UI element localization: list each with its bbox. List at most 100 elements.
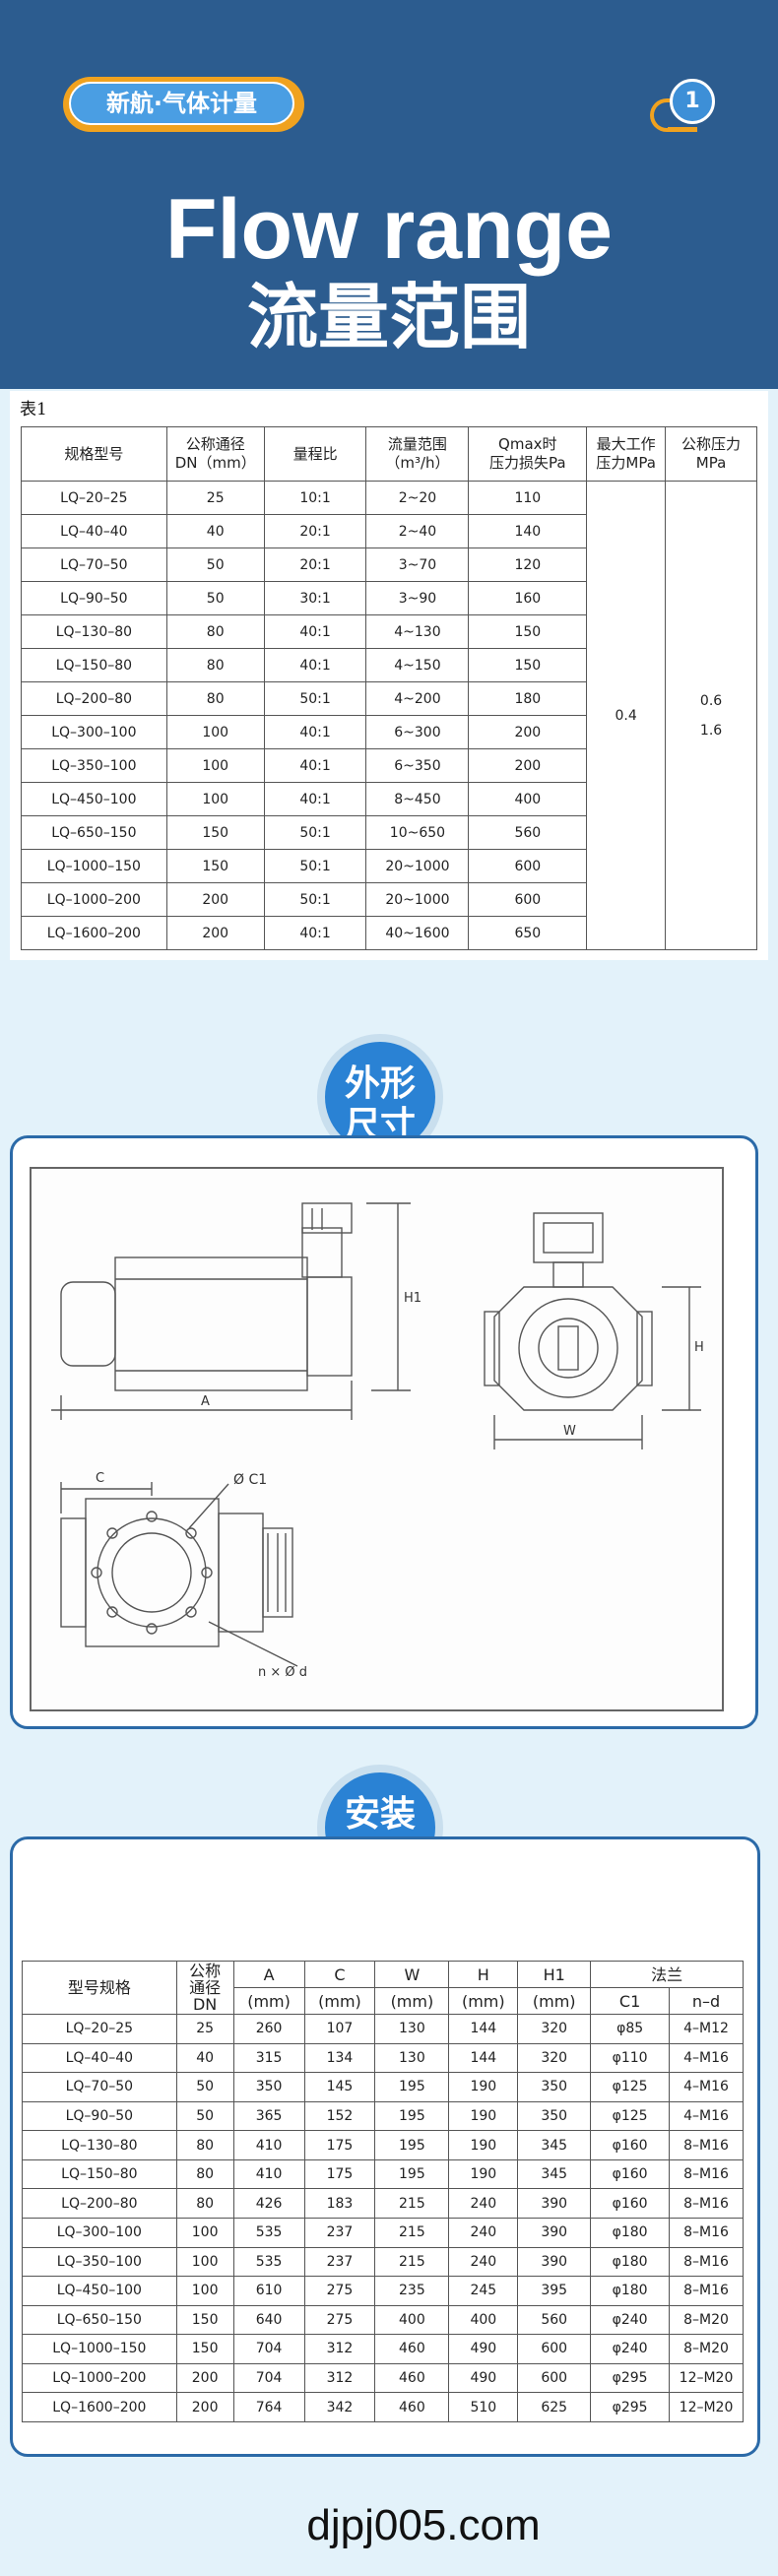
table-cell: 240 — [448, 2217, 519, 2248]
table-cell: 560 — [517, 2304, 592, 2336]
table-cell: 195 — [374, 2072, 450, 2102]
install-header-nd: n–d — [669, 1987, 744, 2015]
table-cell: 120 — [468, 547, 588, 582]
table-cell: 4–M16 — [669, 2100, 744, 2132]
table-cell: 20:1 — [263, 514, 367, 548]
table-cell: 350 — [232, 2072, 305, 2102]
table-cell: 350 — [517, 2072, 592, 2102]
header-text: 公称通径 DN（mm） — [174, 435, 256, 472]
table-cell: 490 — [448, 2362, 519, 2394]
table-cell: 40:1 — [263, 648, 367, 682]
table-cell: LQ–70–50 — [21, 547, 167, 582]
dim-label-c1: Ø C1 — [233, 1472, 267, 1488]
table-cell: LQ–650–150 — [22, 2304, 177, 2336]
table-cell: LQ–450–100 — [22, 2276, 177, 2306]
header-max-pressure: 最大工作 压力MPa — [586, 426, 667, 482]
table-cell: 4–M12 — [669, 2014, 744, 2044]
table-cell: LQ–150–80 — [21, 648, 167, 682]
table-cell: 140 — [468, 514, 588, 548]
table-cell: 4~130 — [365, 614, 470, 649]
table-cell: 40:1 — [263, 782, 367, 816]
header-banner: 新航·气体计量 1 Flow range 流量范围 — [0, 0, 778, 389]
install-header-c1: C1 — [590, 1987, 671, 2015]
dim-label-h1: H1 — [404, 1291, 421, 1306]
table-cell: 134 — [303, 2042, 376, 2074]
table-cell: 183 — [303, 2188, 376, 2219]
badge-hook-bar — [668, 127, 697, 132]
install-header-row-2: (mm) (mm) (mm) (mm) (mm) C1 n–d — [23, 1987, 744, 2015]
header-text: Qmax时 压力损失Pa — [489, 435, 566, 472]
table-cell: LQ–150–80 — [22, 2158, 177, 2190]
nominal-pressure-value: 0.6 — [699, 692, 723, 709]
table-cell: 150 — [175, 2334, 234, 2364]
table-cell: 150 — [175, 2304, 234, 2336]
install-header-flange: 法兰 — [590, 1961, 744, 1988]
table-cell: 650 — [468, 916, 588, 950]
install-header-c: C — [303, 1961, 376, 1988]
table-cell: LQ–90–50 — [21, 581, 167, 615]
table-cell: 200 — [165, 882, 265, 917]
install-unit-c: (mm) — [303, 1987, 376, 2015]
dim-label-h: H — [694, 1340, 704, 1355]
table-cell: 100 — [165, 782, 265, 816]
install-unit-h: (mm) — [448, 1987, 519, 2015]
table-cell: 395 — [517, 2276, 592, 2306]
table-cell: 190 — [448, 2130, 519, 2160]
table-cell: 152 — [303, 2100, 376, 2132]
table-cell: LQ–40–40 — [21, 514, 167, 548]
table-cell: 195 — [374, 2158, 450, 2190]
table-cell: 107 — [303, 2014, 376, 2044]
install-header-w: W — [374, 1961, 450, 1988]
table-cell: 560 — [468, 815, 588, 850]
footer-website: djpj005.com — [306, 2501, 541, 2549]
table-cell: 25 — [165, 481, 265, 515]
table-cell: 535 — [232, 2217, 305, 2248]
table-cell: 150 — [468, 614, 588, 649]
table-cell: 8–M16 — [669, 2158, 744, 2190]
table-cell: LQ–350–100 — [21, 748, 167, 783]
table-cell: 50 — [175, 2100, 234, 2132]
table-cell: 12–M20 — [669, 2362, 744, 2394]
table-cell: φ180 — [590, 2246, 671, 2278]
table-cell: LQ–130–80 — [21, 614, 167, 649]
table-cell: 40:1 — [263, 748, 367, 783]
header-nominal-pressure: 公称压力 MPa — [665, 426, 757, 482]
table-cell: 245 — [448, 2276, 519, 2306]
header-range-ratio: 量程比 — [263, 426, 367, 482]
table-cell: 145 — [303, 2072, 376, 2102]
table-cell: 100 — [175, 2246, 234, 2278]
header-pressure-loss: Qmax时 压力损失Pa — [468, 426, 588, 482]
table-header-row: 规格型号 公称通径 DN（mm） 量程比 流量范围 （m³/h） Qmax时 压… — [21, 426, 757, 482]
table-cell: LQ–1000–150 — [21, 849, 167, 883]
table-cell: 350 — [517, 2100, 592, 2132]
section-outline-line1: 外形 — [344, 1063, 416, 1104]
table-cell: 150 — [165, 849, 265, 883]
table-cell: 410 — [232, 2130, 305, 2160]
table-cell: 4–M16 — [669, 2042, 744, 2074]
table-cell: 2~40 — [365, 514, 470, 548]
table-cell: 40:1 — [263, 614, 367, 649]
table-cell: 640 — [232, 2304, 305, 2336]
table-cell: 100 — [175, 2217, 234, 2248]
table-cell: LQ–20–25 — [21, 481, 167, 515]
table-cell: 460 — [374, 2362, 450, 2394]
table-cell: 460 — [374, 2334, 450, 2364]
table-cell: 312 — [303, 2362, 376, 2394]
table-cell: 80 — [165, 648, 265, 682]
table-cell: 80 — [175, 2158, 234, 2190]
table-cell: LQ–20–25 — [22, 2014, 177, 2044]
dimension-drawing: A H1 W H — [51, 1202, 704, 1680]
badge-number: 1 — [670, 79, 715, 124]
table-cell: 40 — [175, 2042, 234, 2074]
table-cell: LQ–40–40 — [22, 2042, 177, 2074]
table-cell: φ160 — [590, 2130, 671, 2160]
header-text: 最大工作 压力MPa — [596, 435, 656, 472]
table-cell: 50:1 — [263, 815, 367, 850]
table-cell: 25 — [175, 2014, 234, 2044]
